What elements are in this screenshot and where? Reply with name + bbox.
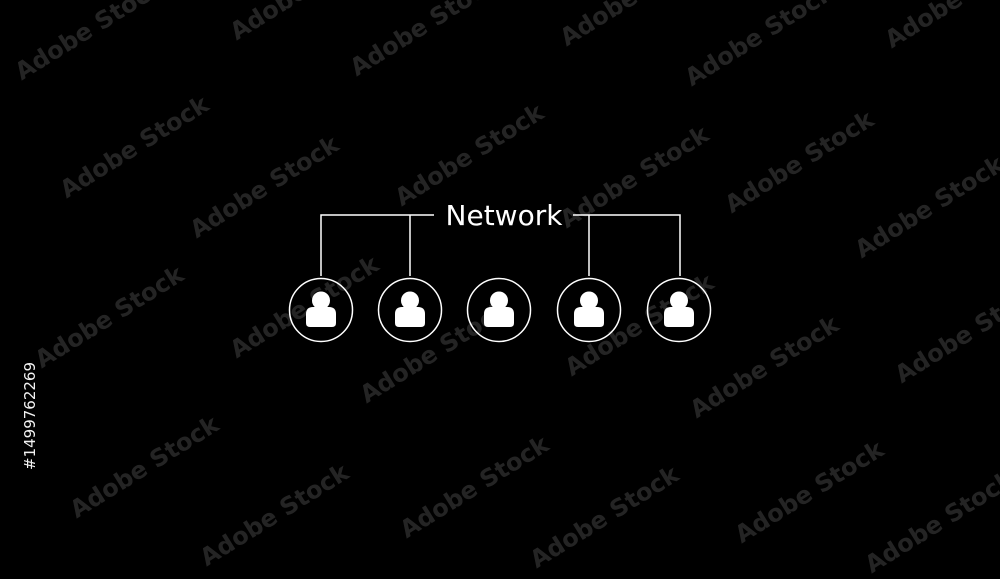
network-diagram bbox=[288, 214, 712, 343]
user-node bbox=[288, 277, 354, 343]
person-icon bbox=[484, 291, 514, 327]
person-icon bbox=[306, 291, 336, 327]
person-icon bbox=[664, 291, 694, 327]
user-node bbox=[556, 277, 622, 343]
connector-lines bbox=[320, 214, 681, 276]
node-circle bbox=[646, 277, 712, 343]
connector-right bbox=[573, 214, 681, 276]
user-node bbox=[466, 277, 532, 343]
connector-left bbox=[320, 214, 434, 276]
user-node bbox=[377, 277, 443, 343]
diagram-title: Network bbox=[445, 199, 563, 232]
node-circle bbox=[466, 277, 532, 343]
node-circle bbox=[377, 277, 443, 343]
person-icon bbox=[574, 291, 604, 327]
watermark-id-text: #1499762269 bbox=[21, 361, 39, 470]
user-node bbox=[646, 277, 712, 343]
node-circle bbox=[288, 277, 354, 343]
node-circle bbox=[556, 277, 622, 343]
person-icon bbox=[395, 291, 425, 327]
